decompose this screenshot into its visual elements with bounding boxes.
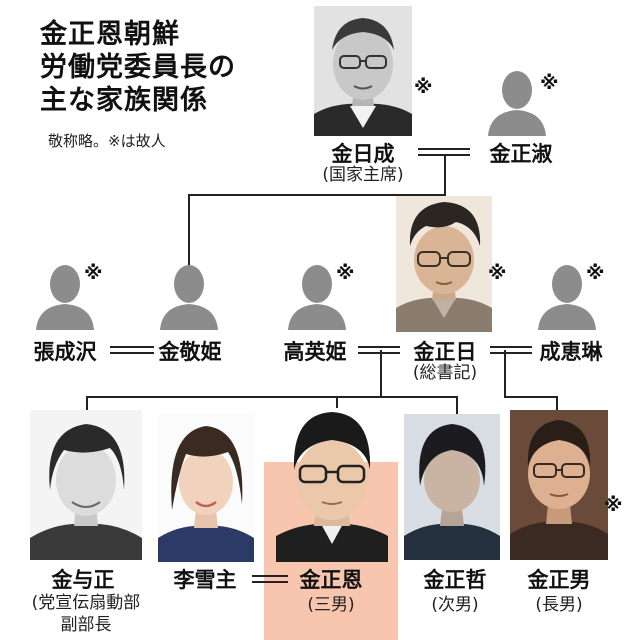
deceased-mark-kim-jong-il: ※ <box>488 262 507 284</box>
ri-sol-ju-photo <box>158 414 254 562</box>
page-title: 金正恩朝鮮 労働党委員長の 主な家族関係 <box>40 18 236 117</box>
ko-yong-hui-silhouette <box>288 265 346 330</box>
deceased-mark-kim-jong-nam: ※ <box>604 494 623 516</box>
role-kim-yo-jong-line-1: (党宣伝扇動部 <box>31 593 141 613</box>
name-kim-kyong-hui: 金敬姫 <box>158 340 222 364</box>
kim-yo-jong-photo <box>30 410 142 560</box>
children-bar-kim-il-sung <box>188 194 446 196</box>
marriage-line-ko-yong-hui <box>358 346 400 354</box>
name-kim-jong-nam: 金正男 <box>527 568 591 592</box>
deceased-mark-song-hye-rim: ※ <box>586 262 605 284</box>
role-kim-il-sung: (国家主席) <box>322 165 404 185</box>
role-kim-jong-il: (総書記) <box>412 363 478 383</box>
kim-jong-nam-photo <box>510 410 608 560</box>
title-line-2: 労働党委員長の <box>40 52 236 83</box>
marriage-line-song-hye-rim <box>490 346 532 354</box>
marriage-line-jang <box>110 346 154 354</box>
descent-line-ko-yong-hui <box>380 350 382 398</box>
name-kim-jong-suk: 金正淑 <box>489 142 553 166</box>
name-song-hye-rim: 成恵琳 <box>539 340 603 364</box>
name-kim-jong-chol: 金正哲 <box>423 568 487 592</box>
descent-line-kim-jong-nam <box>556 396 558 410</box>
title-line-3: 主な家族関係 <box>40 85 208 116</box>
name-kim-yo-jong: 金与正 <box>51 568 115 592</box>
name-ko-yong-hui: 高英姫 <box>283 340 347 364</box>
song-hye-rim-silhouette <box>538 265 596 330</box>
kim-jong-il-photo <box>396 196 492 332</box>
descent-line-kim-jong-chol <box>456 396 458 416</box>
child-bar-song-hye-rim <box>504 396 558 398</box>
kim-jong-chol-photo <box>404 414 500 560</box>
marriage-line-ri-sol-ju <box>252 575 288 583</box>
role-kim-jong-chol: (次男) <box>431 595 479 615</box>
descent-line-kim-kyong-hui <box>188 194 190 266</box>
children-bar-ko-yong-hui <box>86 396 458 398</box>
descent-line-song-hye-rim <box>504 350 506 398</box>
role-kim-yo-jong-line-2: 副部長 <box>60 615 112 635</box>
name-kim-il-sung: 金日成 <box>331 142 395 166</box>
name-ri-sol-ju: 李雪主 <box>173 568 237 592</box>
deceased-mark-jang-song-thaek: ※ <box>84 262 103 284</box>
jang-song-thaek-silhouette <box>36 265 94 330</box>
role-kim-jong-un: (三男) <box>307 595 355 615</box>
descent-line-kim-il-sung <box>444 156 446 196</box>
role-kim-jong-nam: (長男) <box>535 595 583 615</box>
descent-line-kim-yo-jong <box>86 396 88 418</box>
deceased-mark-kim-il-sung: ※ <box>414 76 433 98</box>
name-kim-jong-il: 金正日 <box>413 340 477 364</box>
deceased-mark-kim-jong-suk: ※ <box>540 72 559 94</box>
kim-kyong-hui-silhouette <box>160 265 218 330</box>
deceased-mark-ko-yong-hui: ※ <box>336 262 355 284</box>
kim-jong-suk-silhouette <box>488 71 546 136</box>
title-line-1: 金正恩朝鮮 <box>40 19 180 50</box>
descent-line-kim-jong-un <box>336 396 338 408</box>
name-kim-jong-un: 金正恩 <box>299 568 363 592</box>
legend-note: 敬称略。※は故人 <box>48 132 166 150</box>
kim-jong-un-photo <box>276 412 388 562</box>
kim-il-sung-photo <box>314 6 412 136</box>
marriage-line-kim-il-sung <box>418 148 470 156</box>
name-jang-song-thaek: 張成沢 <box>33 340 97 364</box>
